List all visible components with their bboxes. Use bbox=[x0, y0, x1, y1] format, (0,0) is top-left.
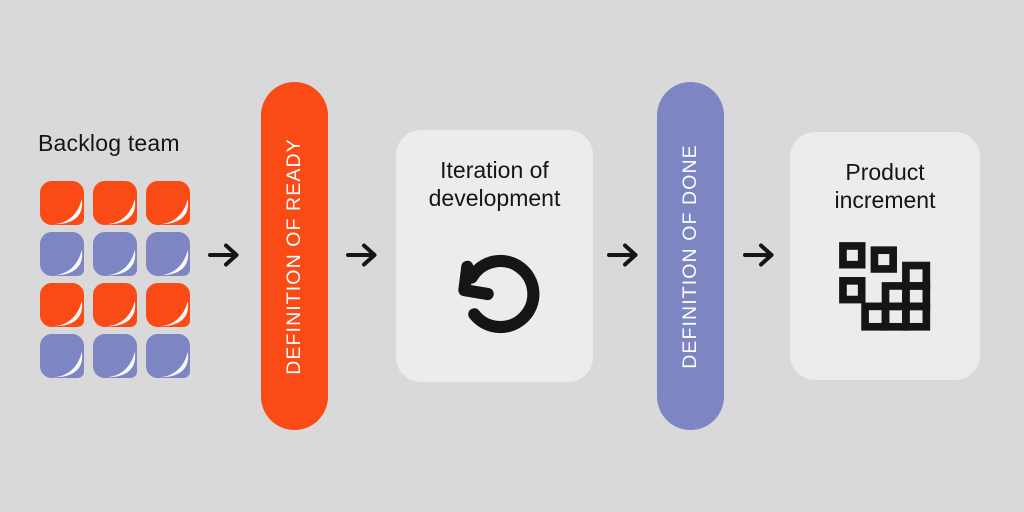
product-card-title: Product increment bbox=[835, 158, 936, 214]
sticky-note-icon bbox=[93, 283, 137, 327]
sticky-note-icon bbox=[40, 181, 84, 225]
arrow-right-icon bbox=[743, 243, 774, 267]
product-title-line1: Product bbox=[845, 159, 925, 185]
definition-of-ready-pill: DEFINITION OF READY bbox=[261, 82, 328, 430]
product-title-line2: increment bbox=[834, 187, 936, 213]
definition-of-ready-label: DEFINITION OF READY bbox=[283, 137, 305, 375]
iteration-title-line2: development bbox=[428, 185, 561, 211]
sticky-note-icon bbox=[93, 181, 137, 225]
arrow-right-icon bbox=[346, 243, 377, 267]
sticky-note-icon bbox=[40, 283, 84, 327]
definition-of-done-label: DEFINITION OF DONE bbox=[679, 143, 701, 369]
sticky-note-icon bbox=[93, 334, 137, 378]
sticky-note-icon bbox=[146, 232, 190, 276]
definition-of-done-pill: DEFINITION OF DONE bbox=[657, 82, 724, 430]
arrow-right-icon bbox=[208, 243, 239, 267]
sticky-note-icon bbox=[146, 181, 190, 225]
sticky-grid bbox=[40, 181, 190, 378]
sticky-note-icon bbox=[93, 232, 137, 276]
backlog-label: Backlog team bbox=[38, 130, 180, 156]
sticky-note-icon bbox=[40, 334, 84, 378]
iteration-title-line1: Iteration of bbox=[440, 157, 549, 183]
rotate-ccw-icon bbox=[444, 248, 545, 340]
sticky-note-icon bbox=[40, 232, 84, 276]
product-blocks-icon bbox=[837, 240, 934, 337]
iteration-card-title: Iteration of development bbox=[429, 156, 561, 212]
arrow-right-icon bbox=[607, 243, 638, 267]
sticky-note-icon bbox=[146, 283, 190, 327]
product-card: Product increment bbox=[790, 132, 980, 380]
sticky-note-icon bbox=[146, 334, 190, 378]
iteration-card: Iteration of development bbox=[396, 130, 593, 382]
